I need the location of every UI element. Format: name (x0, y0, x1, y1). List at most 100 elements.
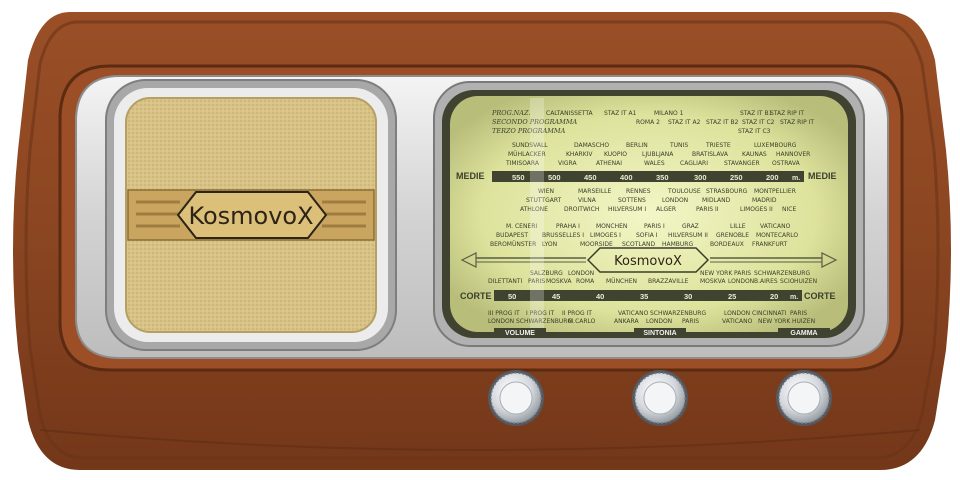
station: MILANO 1 (654, 110, 684, 117)
scale-tick-label: 450 (584, 173, 597, 182)
station: MONCHEN (596, 223, 627, 230)
logo-plate: KosmovoX (127, 189, 375, 241)
station: STUTTGART (526, 197, 562, 204)
station: FRANKFURT (752, 241, 787, 248)
scale-tick-label: 550 (512, 173, 525, 182)
station: KHARKIV (566, 151, 593, 158)
station: STAZ IT C3 (738, 128, 771, 135)
station: PRAHA I (556, 223, 580, 230)
mid-stations: WIEN MARSEILLE RENNES TOULOUSE STRASBOUR… (490, 188, 798, 248)
station: HILVERSUM II (668, 232, 708, 239)
station: III PROG IT (488, 310, 520, 317)
station: GRAZ (682, 223, 699, 230)
station: MARSEILLE (578, 188, 612, 195)
station: HANNOVER (776, 151, 810, 158)
station: STAZ RIP IT (780, 119, 814, 126)
scale-tick-label: 500 (548, 173, 561, 182)
scale-tick-label: 300 (694, 173, 707, 182)
station: LILLE (730, 223, 746, 230)
station: SCIO (780, 278, 795, 285)
station: PARIS (528, 278, 545, 285)
station: MÜNCHEN (606, 278, 637, 285)
medie-band: MEDIE MEDIE 550 500 450 400 350 300 250 … (456, 171, 837, 182)
corte-band: CORTE CORTE 50 45 40 35 30 25 20 m. (460, 290, 836, 301)
band-label-right: MEDIE (808, 171, 837, 181)
station: TOULOUSE (667, 188, 701, 195)
station: B.AIRES (754, 278, 778, 285)
gamma-label: GAMMA (790, 330, 817, 337)
station: SCHWARZENBURG (650, 310, 706, 317)
station: NICE (782, 206, 796, 213)
gamma-knob[interactable] (776, 370, 832, 426)
station: LONDON (728, 278, 754, 285)
station: DROITWICH (564, 206, 599, 213)
station: M.CARLO (568, 318, 596, 325)
station: STAZ IT A2 (668, 119, 701, 126)
station: LYON (542, 241, 557, 248)
scale-tick-label: 50 (508, 292, 516, 301)
station: SOFIA I (636, 232, 658, 239)
station: BEROMÜNSTER (490, 241, 536, 248)
station: RENNES (626, 188, 651, 195)
station: ROMA 2 (636, 119, 660, 126)
station: TRIESTE (705, 142, 731, 149)
band-label-right: CORTE (804, 291, 836, 301)
station: BORDEAUX (710, 241, 744, 248)
station: STAZ IT B1 (740, 110, 773, 117)
knob-labels: VOLUME SINTONIA GAMMA (494, 328, 830, 337)
station: VATICANO (618, 310, 649, 317)
station: BRATISLAVA (692, 151, 729, 158)
station: CALTANISSETTA (546, 110, 594, 117)
station: STAZ IT B2 (706, 119, 739, 126)
scale-unit: m. (792, 175, 800, 182)
dial-window: PROG.NAZ. CALTANISSETTA STAZ IT A1 MILAN… (433, 81, 865, 347)
station: STAZ IT A1 (604, 110, 637, 117)
station: ATHENAI (596, 160, 622, 167)
corte-stations: SALZBURG LONDON NEW YORK PARIS SCHWARZEN… (488, 270, 817, 285)
station: HUIZEN (792, 318, 815, 325)
station: PARIS (682, 318, 699, 325)
station: LONDON (724, 310, 750, 317)
scale-tick-label: 30 (684, 292, 692, 301)
station: ANKARA (614, 318, 639, 325)
station: MOSKVA (546, 278, 572, 285)
scale-unit: m. (790, 294, 798, 301)
station: STAVANGER (724, 160, 760, 167)
station: CAGLIARI (680, 160, 708, 167)
station: PARIS II (696, 206, 719, 213)
station: SOTTENS (618, 197, 646, 204)
station: NEW YORK (700, 270, 733, 277)
brand-logo: KosmovoX (188, 202, 313, 230)
volume-knob[interactable] (488, 370, 544, 426)
station: SCHWARZENBURG (516, 318, 572, 325)
station: STRASBOURG (706, 188, 748, 195)
scale-tick-label: 35 (640, 292, 648, 301)
scale-tick-label: 250 (730, 173, 743, 182)
station: LONDON (488, 318, 514, 325)
station: MÜHLACKER (508, 151, 546, 158)
station: MIDLAND (702, 197, 731, 204)
station: LUXEMBOURG (754, 142, 797, 149)
dial-brand-logo: KosmovoX (614, 254, 682, 269)
station: SCOTLAND (622, 241, 655, 248)
station: TIMISOARA (505, 160, 540, 167)
band-label-left: MEDIE (456, 171, 485, 181)
station: PARIS I (644, 223, 665, 230)
station: DILETTANTI (488, 278, 523, 285)
scale-tick-label: 40 (596, 292, 604, 301)
station: WIEN (538, 188, 554, 195)
station: LONDON (646, 318, 672, 325)
station: MOORSIDE (580, 241, 613, 248)
scale-tick-label: 20 (770, 292, 778, 301)
station: CINCINNATI (752, 310, 787, 317)
sintonia-knob[interactable] (632, 370, 688, 426)
station: KAUNAS (742, 151, 767, 158)
station: VATICANO (760, 223, 791, 230)
scale-tick-label: 350 (656, 173, 669, 182)
station: ROMA (576, 278, 595, 285)
station: STAZ RIP IT (770, 110, 804, 117)
station: HILVERSUM I (608, 206, 646, 213)
station: M. CENERI (506, 223, 537, 230)
station: STAZ IT C2 (742, 119, 775, 126)
station: MONTECARLO (756, 232, 798, 239)
